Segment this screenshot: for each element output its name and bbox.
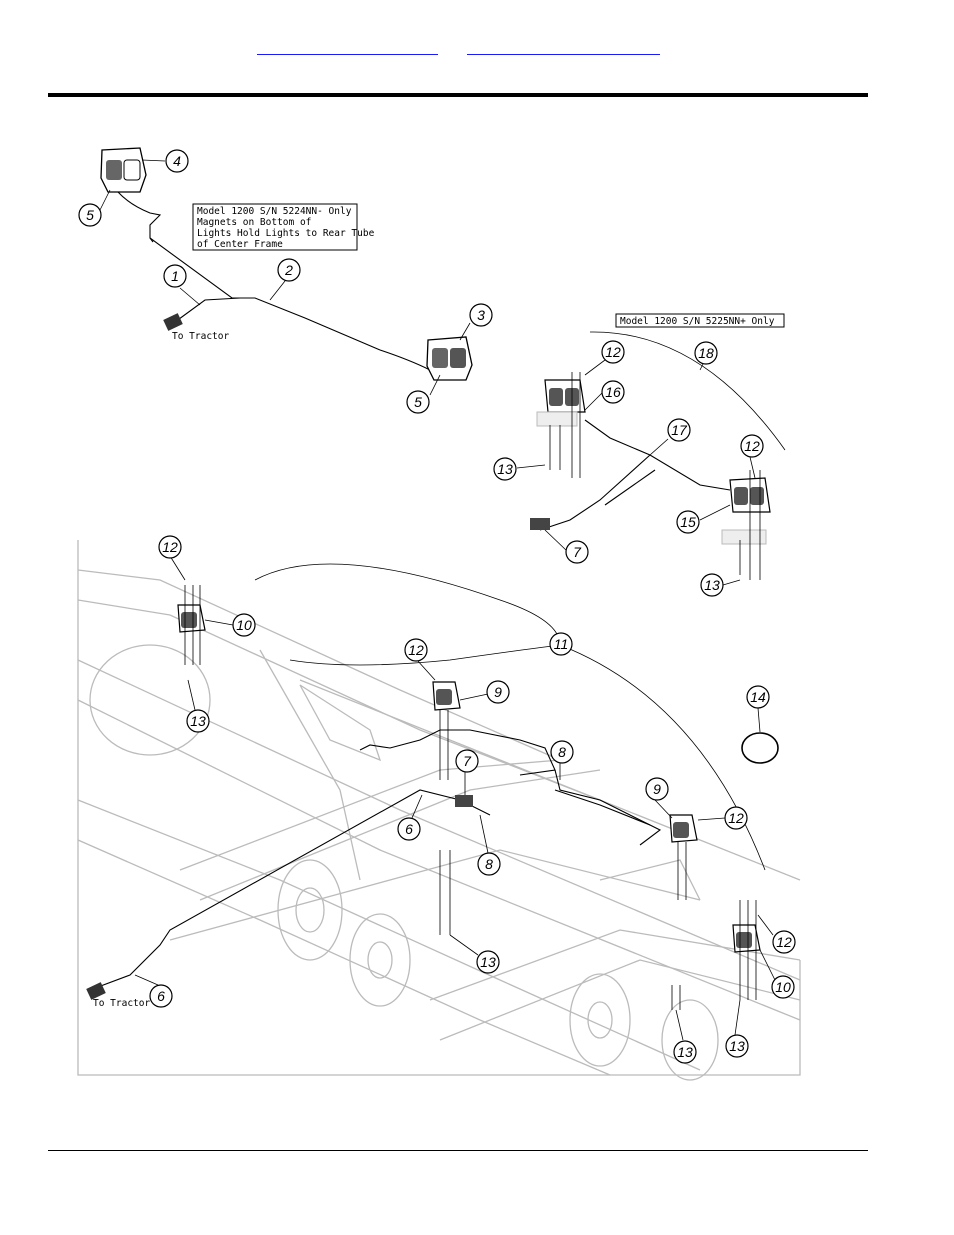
svg-text:5: 5 bbox=[86, 207, 94, 223]
warning-light-9-right bbox=[439, 814, 698, 935]
svg-text:3: 3 bbox=[477, 307, 485, 323]
callout-bubble-4: 4 bbox=[165, 149, 189, 173]
callout-bubble-1: 1 bbox=[163, 264, 187, 288]
callout-bubble-9b: 9 bbox=[645, 777, 669, 801]
callout-bubble-9a: 9 bbox=[486, 680, 510, 704]
callout-leaders bbox=[99, 159, 776, 1041]
callout-bubble-13e: 13 bbox=[673, 1040, 697, 1064]
svg-text:14: 14 bbox=[750, 689, 766, 705]
to-tractor-label-bottom: To Tractor bbox=[93, 998, 150, 1009]
callout-bubble-5b: 5 bbox=[406, 390, 430, 414]
group-11-leader-right bbox=[559, 644, 766, 871]
svg-text:10: 10 bbox=[775, 979, 791, 995]
svg-text:12: 12 bbox=[605, 344, 621, 360]
callout-bubble-13a: 13 bbox=[493, 457, 517, 481]
callout-bubble-12c: 12 bbox=[158, 535, 182, 559]
warning-light-10-left bbox=[177, 585, 206, 665]
callout-bubble-14: 14 bbox=[746, 685, 770, 709]
callout-bubble-11: 11 bbox=[549, 632, 573, 656]
callout-bubble-12d: 12 bbox=[404, 638, 428, 662]
svg-text:7: 7 bbox=[463, 753, 472, 769]
svg-text:16: 16 bbox=[605, 384, 621, 400]
svg-text:11: 11 bbox=[554, 636, 569, 652]
warning-light-10-right bbox=[671, 900, 761, 1010]
note-5225: Model 1200 S/N 5225NN+ Only bbox=[615, 313, 785, 328]
callout-bubble-13f: 13 bbox=[725, 1034, 749, 1058]
callout-bubble-16: 16 bbox=[601, 380, 625, 404]
note-5224-line3: Lights Hold Lights to Rear Tube bbox=[197, 228, 375, 239]
callout-bubble-12a: 12 bbox=[601, 340, 625, 364]
callout-bubble-12f: 12 bbox=[772, 930, 796, 954]
note-5224-line2: Magnets on Bottom of bbox=[197, 217, 311, 228]
svg-text:6: 6 bbox=[405, 821, 413, 837]
svg-text:12: 12 bbox=[408, 642, 424, 658]
lower-harness bbox=[86, 729, 662, 1000]
group-11-leader-mid bbox=[289, 644, 561, 666]
svg-text:13: 13 bbox=[729, 1038, 745, 1054]
right-harness-assembly bbox=[530, 372, 771, 580]
svg-text:2: 2 bbox=[284, 262, 293, 278]
header-link-2[interactable] bbox=[467, 40, 660, 55]
svg-text:9: 9 bbox=[494, 684, 502, 700]
note-5224: Model 1200 S/N 5224NN- Only Magnets on B… bbox=[192, 203, 375, 251]
warning-light-3 bbox=[426, 336, 473, 381]
svg-text:12: 12 bbox=[776, 934, 792, 950]
note-5225-text: Model 1200 S/N 5225NN+ Only bbox=[620, 316, 775, 327]
svg-text:13: 13 bbox=[677, 1044, 693, 1060]
svg-text:13: 13 bbox=[497, 461, 513, 477]
callout-bubble-6b: 6 bbox=[149, 984, 173, 1008]
header-rule bbox=[48, 93, 868, 97]
note-5224-line4: of Center Frame bbox=[197, 239, 283, 250]
note-5224-line1: Model 1200 S/N 5224NN- Only bbox=[197, 206, 352, 217]
upper-harness-assembly bbox=[100, 147, 473, 381]
callout-bubble-2: 2 bbox=[277, 258, 301, 282]
svg-text:17: 17 bbox=[671, 422, 688, 438]
svg-text:7: 7 bbox=[573, 544, 582, 560]
callout-bubble-17: 17 bbox=[667, 418, 691, 442]
svg-text:6: 6 bbox=[157, 988, 165, 1004]
callout-bubble-8b: 8 bbox=[477, 852, 501, 876]
callout-bubble-18: 18 bbox=[694, 341, 718, 365]
svg-text:8: 8 bbox=[485, 856, 493, 872]
svg-text:13: 13 bbox=[190, 713, 206, 729]
callout-bubble-6a: 6 bbox=[397, 817, 421, 841]
warning-light-16 bbox=[544, 379, 586, 413]
callout-bubble-12b: 12 bbox=[740, 434, 764, 458]
to-tractor-label-top: To Tractor bbox=[172, 331, 229, 342]
svg-text:8: 8 bbox=[558, 744, 566, 760]
svg-text:15: 15 bbox=[680, 514, 696, 530]
callout-bubble-8a: 8 bbox=[550, 740, 574, 764]
callout-bubble-13c: 13 bbox=[186, 709, 210, 733]
ring-clip-14 bbox=[741, 732, 779, 764]
warning-light-9-center bbox=[432, 681, 461, 780]
svg-text:13: 13 bbox=[704, 577, 720, 593]
callout-bubble-7b: 7 bbox=[455, 749, 479, 773]
svg-text:9: 9 bbox=[653, 781, 661, 797]
svg-text:12: 12 bbox=[162, 539, 178, 555]
group-11-leader-left bbox=[254, 563, 561, 646]
footer-rule bbox=[48, 1150, 868, 1151]
svg-text:12: 12 bbox=[728, 810, 744, 826]
svg-text:10: 10 bbox=[236, 617, 252, 633]
svg-text:4: 4 bbox=[173, 153, 181, 169]
callout-bubble-7a: 7 bbox=[565, 540, 589, 564]
callout-bubble-13b: 13 bbox=[700, 573, 724, 597]
callout-bubble-12e: 12 bbox=[724, 806, 748, 830]
callout-bubble-5a: 5 bbox=[78, 203, 102, 227]
callout-bubble-10a: 10 bbox=[232, 613, 256, 637]
svg-text:12: 12 bbox=[744, 438, 760, 454]
svg-text:18: 18 bbox=[698, 345, 714, 361]
callout-bubble-13d: 13 bbox=[476, 950, 500, 974]
callout-bubble-10b: 10 bbox=[771, 975, 795, 999]
callout-bubble-15: 15 bbox=[676, 510, 700, 534]
warning-light-4 bbox=[100, 147, 147, 193]
callout-bubble-3: 3 bbox=[469, 303, 493, 327]
header-link-1[interactable] bbox=[257, 40, 438, 55]
svg-text:13: 13 bbox=[480, 954, 496, 970]
svg-text:1: 1 bbox=[171, 268, 179, 284]
svg-text:5: 5 bbox=[414, 394, 422, 410]
